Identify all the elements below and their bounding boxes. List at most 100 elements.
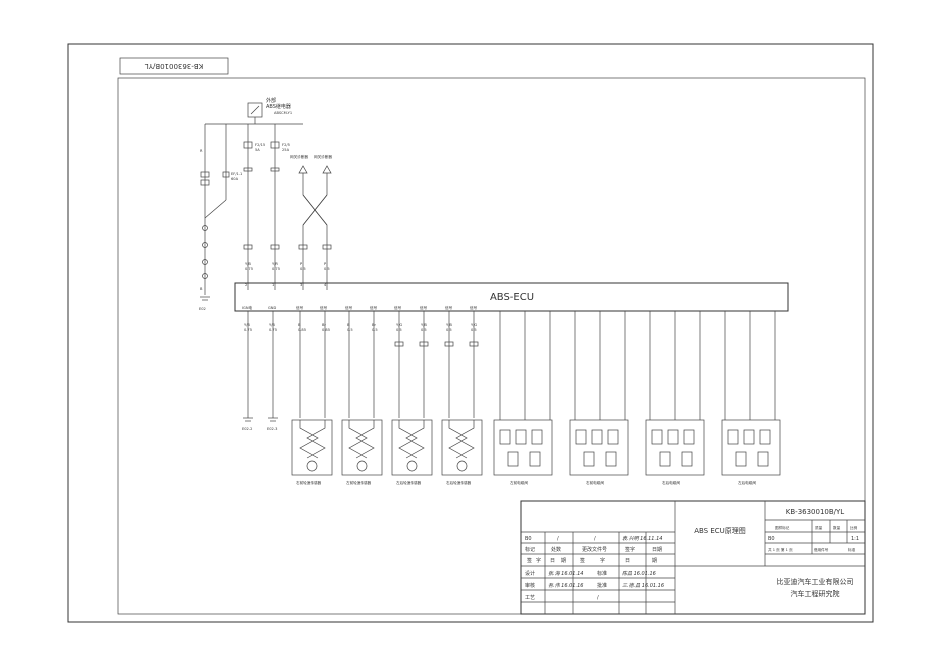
svg-text:IGN电: IGN电: [242, 305, 253, 310]
svg-text:2: 2: [245, 283, 247, 287]
fuse3-name: EF/1.1: [231, 172, 242, 176]
scale-value: 1:1: [851, 536, 859, 542]
rev-count: /: [557, 536, 559, 542]
fuse2-rating: 25A: [282, 148, 290, 152]
inner-frame: [117, 77, 866, 615]
company-name: 比亚迪汽车工业有限公司: [777, 577, 854, 586]
fuse2-name: F2/5: [282, 143, 290, 147]
valve-group-2: 右后电磁阀: [645, 419, 705, 485]
rotated-drawing-number: KB-3630010B/YL: [145, 62, 204, 70]
svg-text:1: 1: [272, 283, 274, 287]
svg-text:Y/B: Y/B: [245, 262, 251, 266]
relay-code: ABSCM-Y1: [274, 111, 292, 115]
valve-group-3: 左后电磁阀: [721, 419, 781, 485]
sign-g: 日: [625, 558, 630, 564]
hdr-pattern: 图样标记: [775, 525, 790, 530]
wheel-speed-sensor-2: 左后轮速传感器: [391, 419, 433, 485]
svg-text:3: 3: [300, 283, 302, 287]
ecu-top-pin-3: P 0.5 4: [324, 262, 330, 287]
hdr-count: 处数: [551, 546, 561, 553]
standard-signature: 陈昌 16.01.16: [622, 570, 656, 577]
institute-name: 汽车工程研究院: [791, 589, 840, 598]
svg-text:0.75: 0.75: [272, 267, 280, 271]
valve-label-3: 左后电磁阀: [738, 480, 756, 485]
version-value: B0: [768, 536, 775, 542]
svg-text:信号: 信号: [420, 305, 428, 310]
rev-doc: /: [594, 536, 596, 542]
svg-text:0.75: 0.75: [269, 328, 277, 332]
svg-text:Y/B: Y/B: [269, 323, 275, 327]
drawing-title: ABS ECU原理图: [694, 527, 746, 535]
svg-text:信号: 信号: [445, 305, 453, 310]
relay-sub: ABS继电器: [266, 103, 291, 110]
role-process: 工艺: [525, 595, 535, 601]
diag1-label: 网关诊断器: [290, 154, 308, 159]
diag1-triangle: [298, 165, 308, 174]
review-signature: 吾.伟 16.01.16: [548, 582, 583, 589]
sign-e: 签: [580, 557, 585, 564]
svg-text:P: P: [324, 262, 327, 266]
approve-signature: 三.德.昌 16.01.16: [622, 582, 664, 589]
hdr-doc: 更改文件号: [582, 546, 607, 553]
fuse1-rating: 5A: [255, 148, 260, 152]
svg-text:Br: Br: [322, 323, 326, 327]
svg-text:0.5: 0.5: [372, 328, 378, 332]
role-design: 设计: [525, 570, 535, 577]
sign-h: 期: [652, 558, 657, 564]
diag2-label: 网关诊断器: [314, 154, 332, 159]
ecu-top-pin-1: Y/R 0.75 1: [272, 262, 280, 287]
svg-text:B: B: [347, 323, 350, 327]
sensor-label-0: 右前轮速传感器: [296, 480, 322, 485]
abs-ecu-block: ABS-ECU: [234, 282, 789, 312]
ecu-top-pin-2: P 0.5 3: [300, 262, 306, 287]
wheel-speed-sensor-0: 右前轮速传感器: [291, 419, 333, 485]
valve-label-0: 左前电磁阀: [510, 480, 528, 485]
valve-label-2: 右后电磁阀: [662, 480, 680, 485]
ecu-label: ABS-ECU: [490, 292, 534, 303]
sign-c: 日: [550, 558, 555, 564]
hdr-scale: 比例: [850, 525, 858, 530]
sign-a: 签: [527, 557, 532, 564]
ecu-bottom-pins: IGN电 Y/B 0.75 GND Y/B 0.75 信号 B 0.85 信号 …: [242, 305, 478, 332]
lower-wiring: E02-2 E02-3 IGN电 Y/B 0.75 GND Y/B 0.75 信…: [242, 305, 776, 431]
valve-group-1: 右前电磁阀: [569, 419, 629, 485]
relay-title: 外部: [266, 97, 276, 104]
svg-text:Y/R: Y/R: [272, 262, 278, 266]
hdr-sign: 签字: [625, 546, 635, 553]
svg-text:信号: 信号: [345, 305, 353, 310]
sign-f: 字: [600, 557, 605, 564]
svg-text:信号: 信号: [296, 305, 304, 310]
role-standard: 标准: [597, 570, 607, 577]
ground-label-1: E02-3: [267, 427, 277, 431]
svg-text:0.5: 0.5: [347, 328, 353, 332]
svg-text:信号: 信号: [470, 305, 478, 310]
sign-d: 期: [561, 558, 566, 564]
hdr-date: 日期: [652, 547, 662, 553]
rev-mark: B0: [525, 536, 532, 542]
diag2-triangle: [322, 165, 332, 174]
left-wire-bottom: B: [200, 287, 203, 291]
svg-text:0.75: 0.75: [244, 328, 252, 332]
fuse1-name: F2/15: [255, 143, 265, 147]
svg-text:信号: 信号: [394, 305, 402, 310]
valve-group-0: 左前电磁阀: [493, 419, 553, 485]
hdr-mark: 标记: [525, 546, 535, 553]
ecu-top-pin-0: Y/B 0.75 2: [245, 262, 253, 287]
ground-label-0: E02-2: [242, 427, 252, 431]
power-supply-section: 外部 ABS继电器 ABSCM-Y1 R B EF/1.1 60A E02 F2…: [199, 97, 332, 311]
hdr-mass: 质量: [815, 525, 823, 530]
sensor-label-2: 左后轮速传感器: [396, 480, 422, 485]
fuse3-rating: 60A: [231, 177, 239, 181]
wheel-speed-sensor-3: 右后轮速传感器: [441, 419, 483, 485]
hdr-qty: 数量: [833, 525, 841, 530]
svg-text:0.5: 0.5: [300, 267, 306, 271]
ground-code: E02: [199, 307, 206, 311]
sensor-label-1: 左前轮速传感器: [346, 480, 372, 485]
sensor-label-3: 右后轮速传感器: [446, 480, 472, 485]
svg-text:B: B: [298, 323, 301, 327]
role-review: 审核: [525, 582, 535, 589]
outer-frame: [67, 43, 874, 623]
sign-b: 字: [536, 557, 541, 564]
repeat-code: 借用件号: [814, 547, 829, 552]
